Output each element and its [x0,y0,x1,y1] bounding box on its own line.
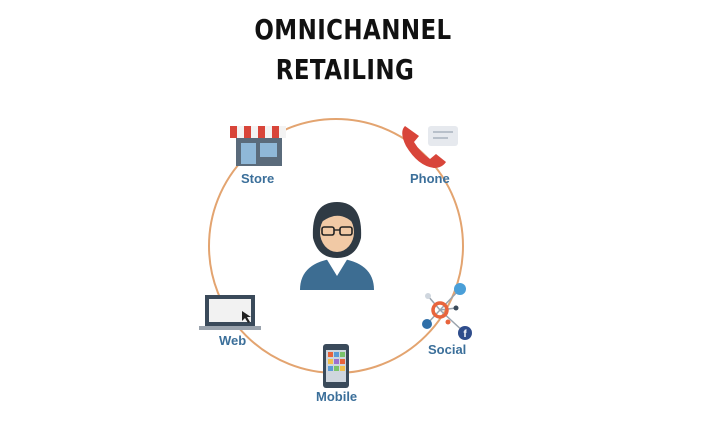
channel-label-phone: Phone [410,171,450,186]
channel-label-mobile: Mobile [316,389,358,404]
phone-icon [402,126,458,168]
title-line-2: RETAILING [275,53,415,86]
social-network-icon: f [422,283,472,340]
channel-label-social: Social [428,342,467,357]
smartphone-icon [323,344,349,388]
svg-text:f: f [463,329,467,340]
person-icon [300,202,374,290]
laptop-icon [199,295,261,330]
channel-label-store: Store [241,171,275,186]
channel-label-web: Web [219,333,247,348]
store-icon [230,126,286,166]
title-line-1: OMNICHANNEL [254,13,452,46]
